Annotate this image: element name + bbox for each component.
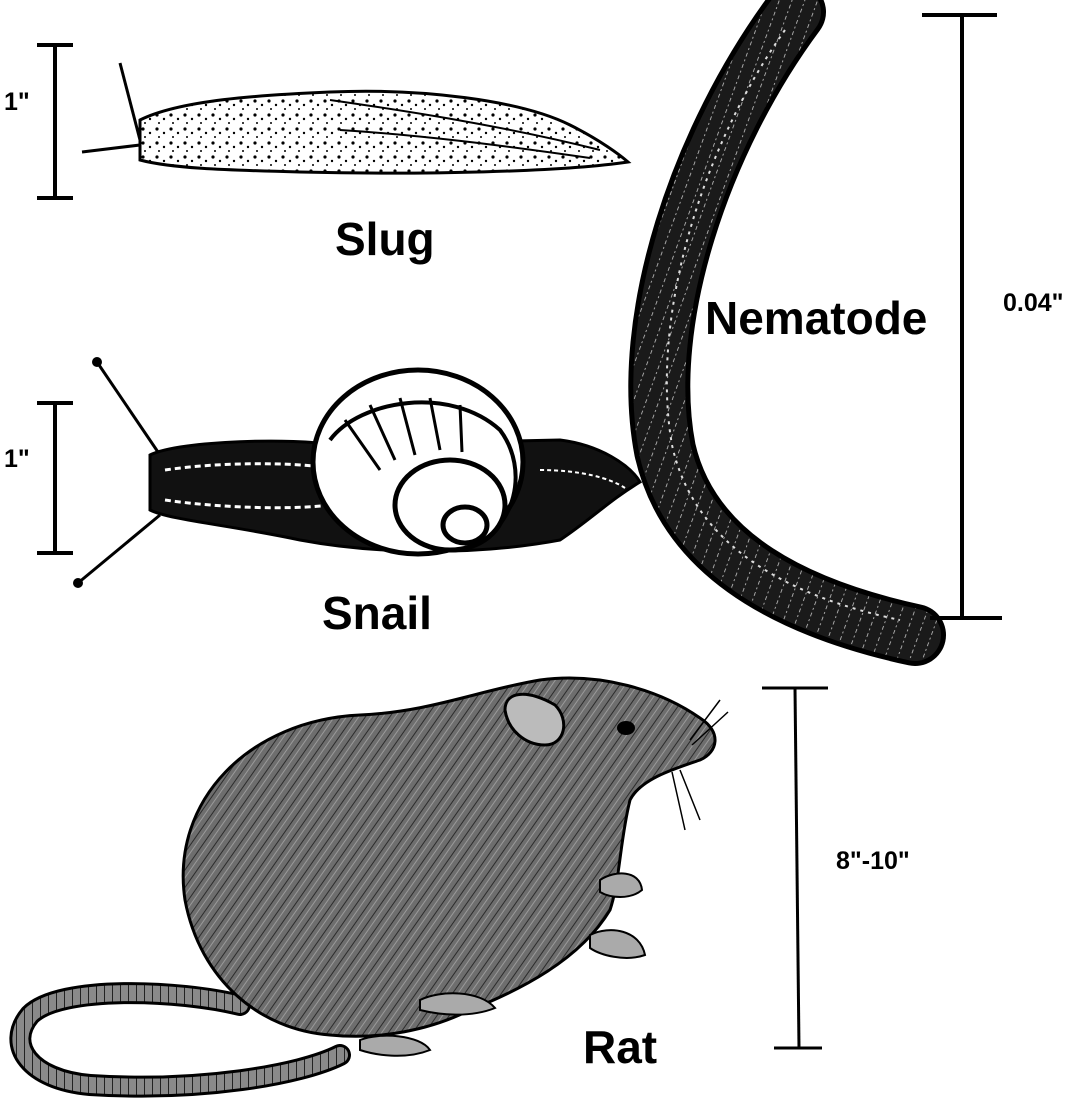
snail-scale-bar	[37, 403, 73, 553]
snail-drawing	[73, 357, 640, 588]
rat-size-label: 8"-10"	[836, 849, 910, 874]
nematode-scale-bar	[922, 15, 1002, 618]
rat-name-label: Rat	[583, 1024, 657, 1070]
snail-name-label: Snail	[322, 590, 432, 636]
slug-scale-bar	[37, 45, 73, 198]
slug-size-label: 1"	[4, 90, 30, 115]
slug-drawing	[82, 63, 628, 173]
slug-name-label: Slug	[335, 216, 435, 262]
snail-size-label: 1"	[4, 447, 30, 472]
nematode-size-label: 0.04"	[1003, 291, 1064, 316]
nematode-name-label: Nematode	[705, 295, 927, 341]
rat-scale-bar	[762, 688, 828, 1048]
